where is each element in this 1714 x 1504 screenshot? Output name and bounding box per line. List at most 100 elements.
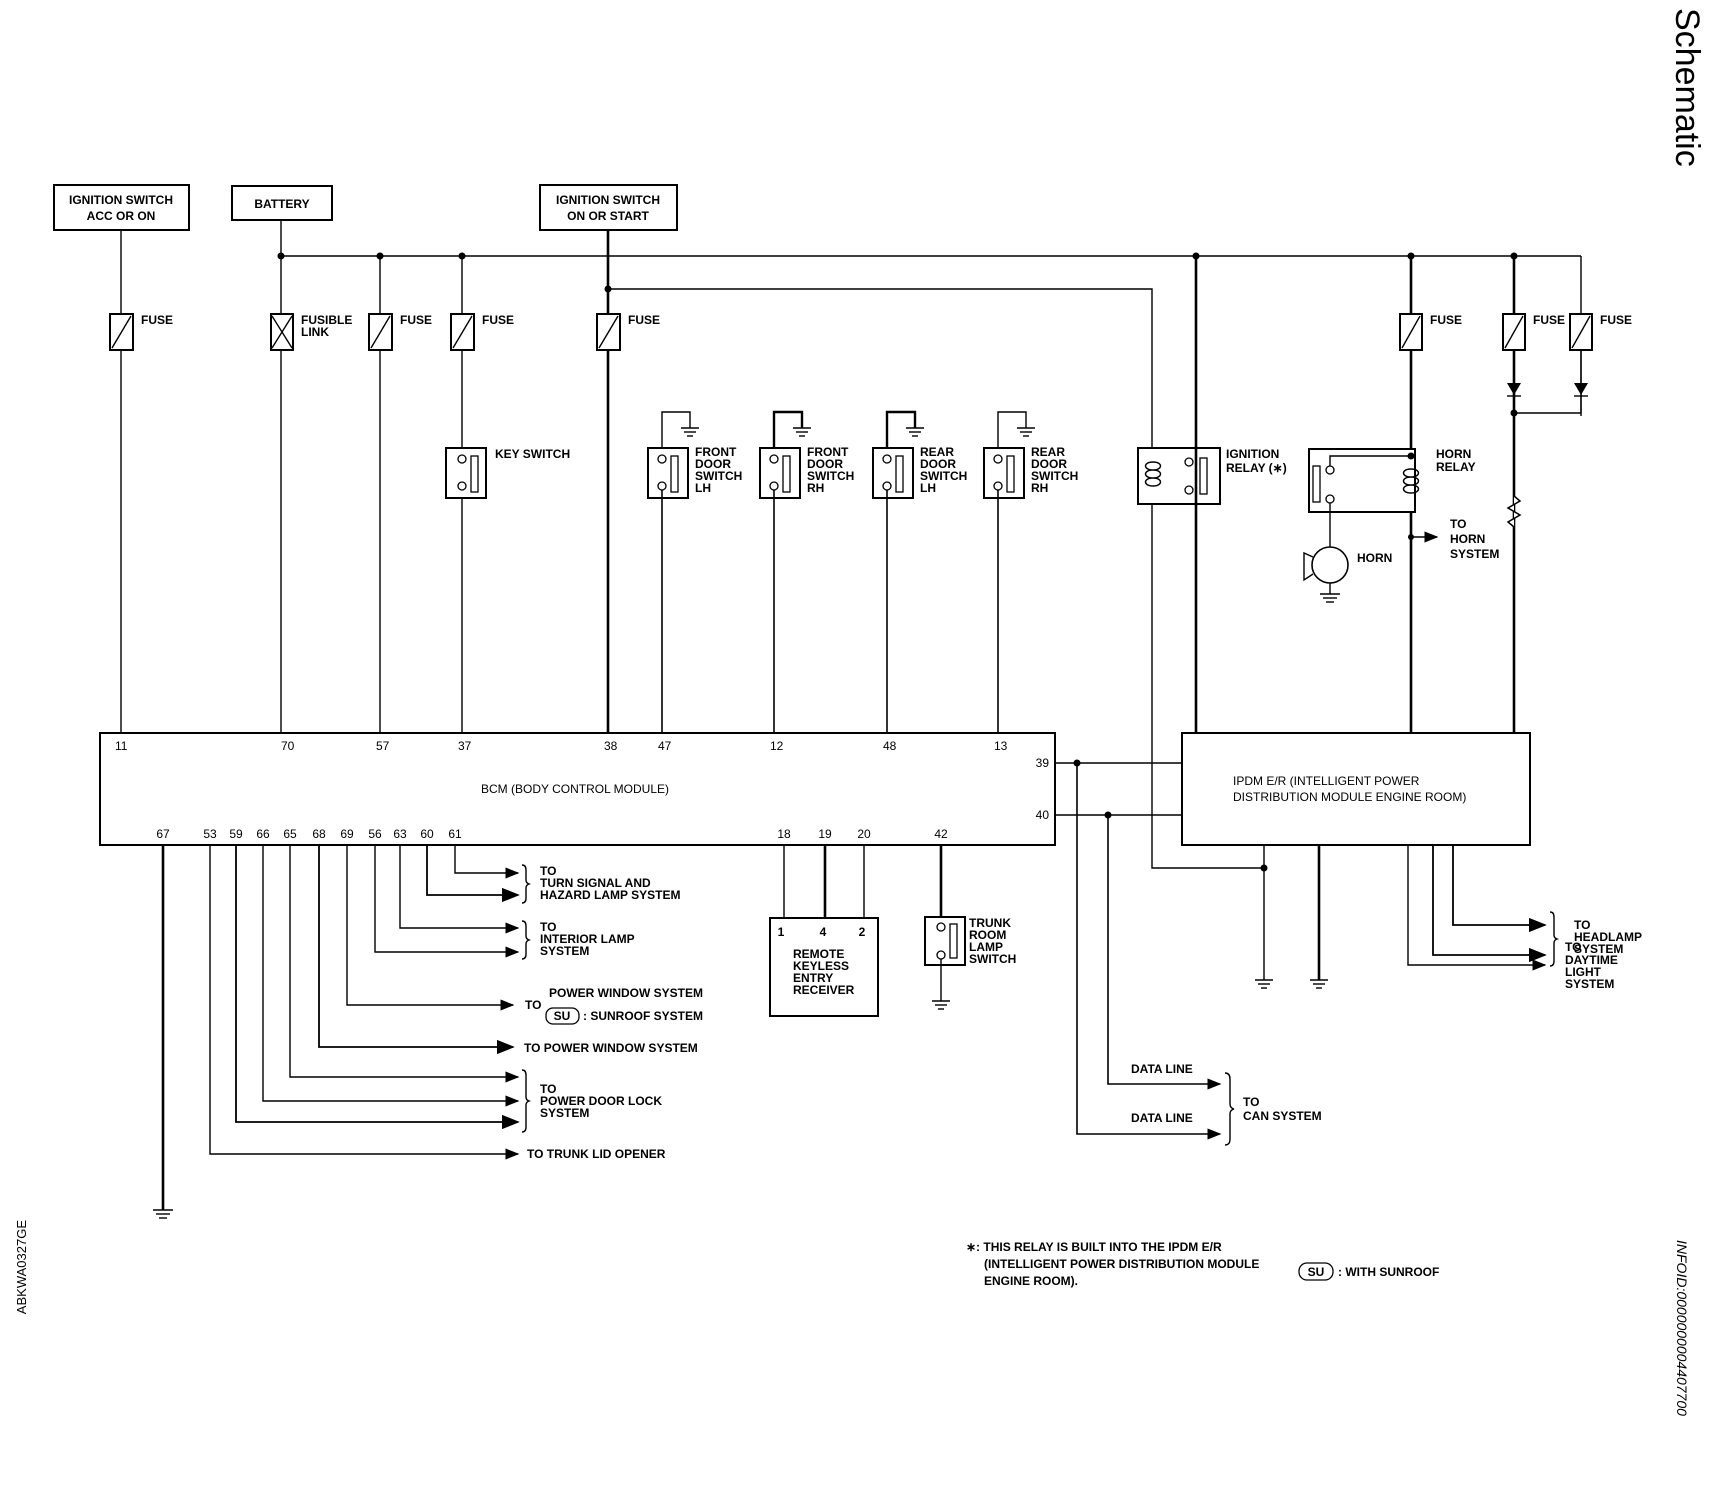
fuse-38: FUSE <box>596 313 660 351</box>
bcm-pin-61: 61 <box>448 827 462 841</box>
bcm-pin-70: 70 <box>281 739 295 753</box>
trunk-switch-label-1: TRUNK <box>969 916 1011 930</box>
door-lock-label-2: SYSTEM <box>540 1106 589 1120</box>
horn-relay-column: FUSE HORN HORN RELAY TO HORN SYSTEM <box>1303 256 1499 734</box>
power-window-su-line1: POWER WINDOW SYSTEM <box>549 986 703 1000</box>
section-title: Schematic <box>1668 8 1706 167</box>
ign-start-line1: IGNITION SWITCH <box>556 193 660 207</box>
power-window-su-line2: : SUNROOF SYSTEM <box>583 1009 703 1023</box>
fuse-acc: FUSE <box>109 313 173 351</box>
fusible-link: FUSIBLE LINK <box>270 313 352 351</box>
fuse-label: FUSE <box>628 313 660 327</box>
turn-signal-to: TO <box>540 864 556 878</box>
fusible-link-label-1: FUSIBLE <box>301 313 352 327</box>
power-window-su-to: TO <box>525 998 541 1012</box>
bcm-pin-63: 63 <box>393 827 407 841</box>
daytime-label-2: LIGHT <box>1565 965 1602 979</box>
front-door-switch-rh-label-4: RH <box>807 481 824 495</box>
wire-ign-relay-coil <box>608 288 1264 869</box>
relay-note-1: ∗: THIS RELAY IS BUILT INTO THE IPDM E/R <box>966 1240 1222 1254</box>
bcm-pin-60: 60 <box>420 827 434 841</box>
bcm-pin-69: 69 <box>340 827 354 841</box>
fuse-label: FUSE <box>482 313 514 327</box>
interior-lamp-label-2: SYSTEM <box>540 944 589 958</box>
key-switch: KEY SWITCH <box>445 447 570 499</box>
ipdm-label-1: IPDM E/R (INTELLIGENT POWER <box>1233 774 1420 788</box>
ign-start-line2: ON OR START <box>567 209 649 223</box>
rear-door-switch-rh-label-1: REAR <box>1031 445 1065 459</box>
keyless-label-3: ENTRY <box>793 971 833 985</box>
front-door-switch-lh-label-3: SWITCH <box>695 469 742 483</box>
su-badge-text: SU <box>554 1009 571 1023</box>
keyless-pin-2: 2 <box>859 925 866 939</box>
ignition-relay-label-2: RELAY (∗) <box>1226 461 1287 475</box>
bcm-outputs: TO TURN SIGNAL AND HAZARD LAMP SYSTEM TO… <box>153 845 703 1219</box>
door-lock-to: TO <box>540 1082 556 1096</box>
headlamp-label: HEADLAMP <box>1574 930 1642 944</box>
bcm-pin-53: 53 <box>203 827 217 841</box>
keyless-label-1: REMOTE <box>793 947 844 961</box>
relay-note-2: (INTELLIGENT POWER DISTRIBUTION MODULE <box>984 1257 1259 1271</box>
bcm-pin-59: 59 <box>229 827 243 841</box>
front-door-switch-lh-label-1: FRONT <box>695 445 737 459</box>
headlamp-system: SYSTEM <box>1574 942 1623 956</box>
interior-lamp-to: TO <box>540 920 556 934</box>
daytime-label-3: SYSTEM <box>1565 977 1614 991</box>
bcm-pin-65: 65 <box>283 827 297 841</box>
rear-door-switch-rh-label-2: DOOR <box>1031 457 1067 471</box>
bcm-pin-20: 20 <box>857 827 871 841</box>
bcm-pin-39: 39 <box>1036 756 1050 770</box>
keyless-label-4: RECEIVER <box>793 983 855 997</box>
can-system-label: CAN SYSTEM <box>1243 1109 1322 1123</box>
battery-label: BATTERY <box>254 197 309 211</box>
su-legend-text: : WITH SUNROOF <box>1338 1265 1439 1279</box>
bcm-pin-56: 56 <box>368 827 382 841</box>
ign-acc-line1: IGNITION SWITCH <box>69 193 173 207</box>
fuse-57: FUSE <box>368 313 432 351</box>
rear-door-switch-rh-label-3: SWITCH <box>1031 469 1078 483</box>
data-line-label-1: DATA LINE <box>1131 1062 1193 1076</box>
bcm-module: BCM (BODY CONTROL MODULE) <box>99 732 1056 846</box>
bcm-pin-57: 57 <box>376 739 390 753</box>
bcm-pin-47: 47 <box>658 739 672 753</box>
bcm-pin-37: 37 <box>458 739 472 753</box>
footnotes: ∗: THIS RELAY IS BUILT INTO THE IPDM E/R… <box>966 1240 1439 1288</box>
rear-door-switch-lh-label-4: LH <box>920 481 936 495</box>
daytime-light-feed: FUSE FUSE <box>1502 256 1632 734</box>
su-badge <box>545 1007 580 1025</box>
front-door-switch-lh-label-4: LH <box>695 481 711 495</box>
fuse-37: FUSE <box>450 313 514 351</box>
key-switch-label: KEY SWITCH <box>495 447 570 461</box>
ignition-relay-label-1: IGNITION <box>1226 447 1279 461</box>
keyless-pin-1: 1 <box>778 925 785 939</box>
ipdm-label-2: DISTRIBUTION MODULE ENGINE ROOM) <box>1233 790 1466 804</box>
daytime-to-visible: TO <box>1565 940 1581 954</box>
trunk-switch-label-2: ROOM <box>969 928 1006 942</box>
horn-label: HORN <box>1357 551 1392 565</box>
turn-signal-label-1: TURN SIGNAL AND <box>540 876 651 890</box>
can-lines: DATA LINE DATA LINE TO CAN SYSTEM <box>1054 759 1322 1146</box>
fuse-label: FUSE <box>1533 313 1565 327</box>
trunk-room-lamp-switch: TRUNK ROOM LAMP SWITCH <box>924 845 1016 1010</box>
rear-door-switch-rh-label-4: RH <box>1031 481 1048 495</box>
front-door-switch-rh-label-3: SWITCH <box>807 469 854 483</box>
info-id: INFOID:0000000004407700 <box>1674 1240 1690 1416</box>
ipdm-bottom-wiring: TO HEADLAMP SYSTEM TO TO DAYTIME LIGHT S… <box>1255 845 1642 991</box>
horn-relay-label-2: RELAY <box>1436 460 1476 474</box>
fuse-label: FUSE <box>400 313 432 327</box>
bcm-pin-40: 40 <box>1036 808 1050 822</box>
bcm-pin-67: 67 <box>156 827 170 841</box>
data-line-label-2: DATA LINE <box>1131 1111 1193 1125</box>
trunk-switch-label-4: SWITCH <box>969 952 1016 966</box>
keyless-pin-4: 4 <box>820 925 827 939</box>
ign-acc-line2: ACC OR ON <box>87 209 156 223</box>
su-legend-badge-text: SU <box>1308 1265 1325 1279</box>
bcm-pin-19: 19 <box>818 827 832 841</box>
rear-door-switch-lh-label-1: REAR <box>920 445 954 459</box>
bcm-pin-18: 18 <box>777 827 791 841</box>
to-horn-1: TO <box>1450 517 1466 531</box>
